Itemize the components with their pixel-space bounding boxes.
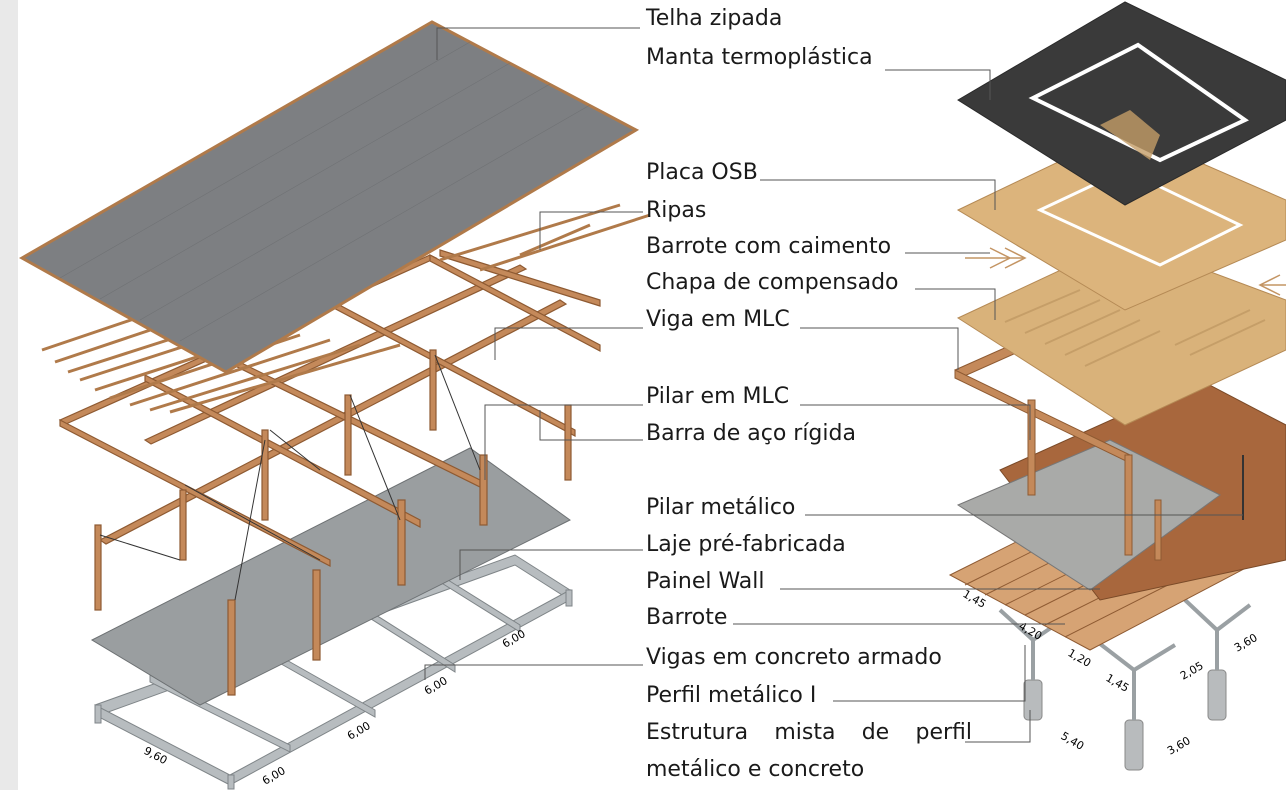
zip-roof — [18, 20, 640, 374]
timber-frame — [58, 249, 601, 696]
label-pilar-metalico: Pilar metálico — [646, 495, 796, 520]
label-placa-osb: Placa OSB — [646, 160, 758, 185]
glulam-frame — [954, 269, 1286, 561]
right-building: 1,45 4,20 1,20 1,45 2,05 3,60 5,40 3,60 — [948, 1, 1286, 771]
dim-right-6: 5,40 — [1059, 729, 1087, 753]
steel-base-frame — [94, 554, 573, 790]
label-pilar-em-mlc: Pilar em MLC — [646, 384, 790, 409]
flow-arrows — [965, 247, 1286, 296]
dim-right-7: 3,60 — [1165, 734, 1193, 758]
label-laje-pre-fabricada: Laje pré-fabricada — [646, 532, 846, 557]
leader-lines — [424, 27, 1243, 743]
label-ripas: Ripas — [646, 198, 707, 223]
label-chapa-de-compensado: Chapa de compensado — [646, 270, 899, 295]
dim-right-4: 2,05 — [1178, 659, 1206, 683]
slope-battens — [1004, 289, 1266, 367]
dim-right-3: 1,45 — [1104, 671, 1132, 695]
concrete-piers — [1023, 669, 1227, 771]
label-estrutura-mista-line2: metálico e concreto — [646, 757, 865, 782]
thermoplastic-membrane — [957, 1, 1286, 206]
dim-left-3: 6,00 — [260, 764, 288, 788]
label-estrutura-mista-line1: Estrutura mista de perfil — [646, 720, 972, 745]
dim-left-2: 6,00 — [345, 719, 373, 743]
label-manta-termoplastica: Manta termoplástica — [646, 45, 873, 70]
prefab-slab — [90, 447, 571, 706]
label-vigas-em-concreto-armado: Vigas em concreto armado — [646, 645, 942, 670]
left-building: 6,00 6,00 6,00 6,00 9,60 — [18, 20, 651, 790]
label-barra-de-aco-rigida: Barra de aço rígida — [646, 421, 856, 446]
label-barrote-com-caimento: Barrote com caimento — [646, 234, 892, 259]
label-viga-em-mlc: Viga em MLC — [646, 307, 790, 332]
dim-right-5: 3,60 — [1232, 631, 1260, 655]
membrane-inner-light — [1100, 110, 1160, 160]
left-margin-bar — [0, 0, 18, 790]
membrane-white-frame — [1028, 42, 1249, 163]
steel-rods — [99, 354, 481, 601]
label-barrote: Barrote — [646, 605, 728, 630]
roof-ribs — [59, 41, 591, 342]
label-telha-zipada: Telha zipada — [646, 6, 783, 31]
label-painel-wall: Painel Wall — [646, 569, 765, 594]
label-perfil-metalico-i: Perfil metálico I — [646, 683, 817, 708]
